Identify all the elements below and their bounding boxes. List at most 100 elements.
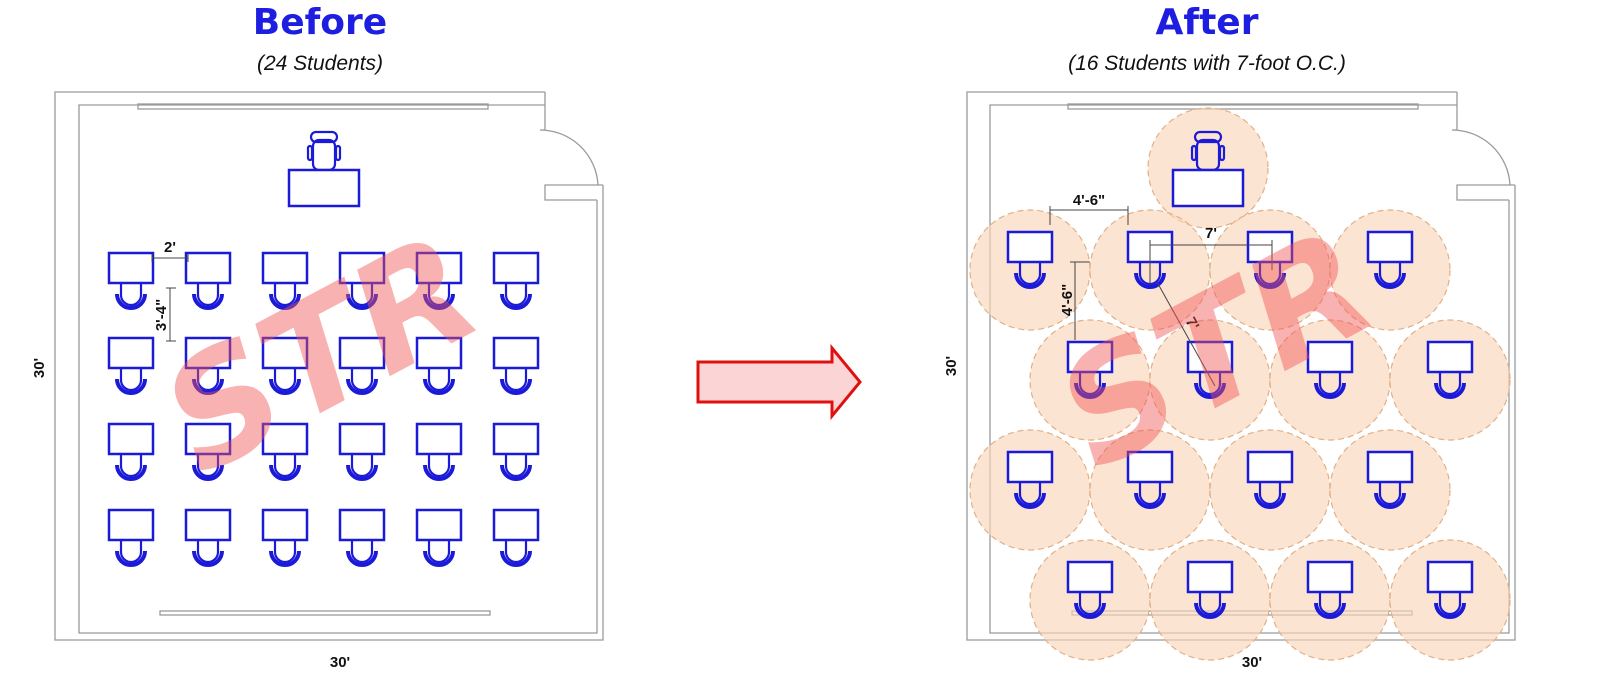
whiteboard: [1067, 103, 1419, 110]
desk-surface: [184, 336, 232, 370]
chair-back: [500, 293, 532, 310]
chair-icon: [350, 369, 374, 392]
student-desk: [261, 422, 309, 481]
desk-surface: [107, 508, 155, 542]
distancing-zone: [969, 429, 1091, 551]
chair-icon: [1258, 263, 1282, 286]
student-desk: [415, 251, 463, 310]
desk-surface: [1306, 560, 1354, 594]
student-desk: [1186, 340, 1234, 399]
student-desk: [1186, 560, 1234, 619]
chair-back: [346, 378, 378, 395]
distancing-zone: [1329, 429, 1451, 551]
chair-back: [500, 378, 532, 395]
chair-icon: [1018, 263, 1042, 286]
chair-icon: [350, 455, 374, 478]
desk-surface: [261, 422, 309, 456]
desk-surface: [107, 336, 155, 370]
after-room-plan: 4'-6" 7' 4'-6" 7' 30' 30': [943, 91, 1516, 671]
chair-back: [1074, 602, 1106, 619]
chair-icon: [119, 369, 143, 392]
chair-icon: [504, 284, 528, 307]
distancing-zone: [1329, 209, 1451, 331]
chair-back: [1014, 272, 1046, 289]
chair-back: [115, 550, 147, 567]
chair-icon: [1438, 593, 1462, 616]
chair-icon: [1078, 593, 1102, 616]
desk-surface: [338, 336, 386, 370]
chair-back: [346, 550, 378, 567]
dim-label-room-depth: 30': [943, 356, 960, 376]
student-desk: [1126, 450, 1174, 509]
distancing-zone: [1389, 539, 1511, 661]
chair-icon: [1138, 483, 1162, 506]
student-desk: [415, 336, 463, 395]
dimension-vertical-offset: 4'-6": [1059, 261, 1090, 340]
chair-icon: [1018, 483, 1042, 506]
student-desk: [184, 336, 232, 395]
chair-armrest: [1218, 144, 1226, 162]
dim-label-horizontal-offset: 4'-6": [1073, 192, 1105, 209]
chair-icon: [273, 284, 297, 307]
desk-surface: [415, 508, 463, 542]
chair-back: [1254, 492, 1286, 509]
dimension-center-spacing: 7': [1149, 225, 1273, 285]
student-desk: [1366, 230, 1414, 289]
student-desk: [184, 508, 232, 567]
desk-surface: [415, 422, 463, 456]
teacher-desk-surface: [287, 168, 361, 208]
desk-surface: [184, 251, 232, 285]
dim-label-center-spacing: 7': [1205, 225, 1217, 242]
desk-surface: [492, 251, 540, 285]
chair-icon: [1198, 373, 1222, 396]
chair-icon: [504, 369, 528, 392]
before-title: Before: [253, 2, 387, 43]
chair-armrest: [306, 144, 314, 162]
chair-icon: [196, 284, 220, 307]
dim-label-row-gap: 3'-4": [153, 299, 170, 331]
desk-surface: [415, 251, 463, 285]
student-desk: [1246, 230, 1294, 289]
chair-icon: [1378, 263, 1402, 286]
student-desk: [338, 422, 386, 481]
chair-icon: [119, 455, 143, 478]
distancing-zone: [1209, 429, 1331, 551]
dim-label-desk-gap: 2': [164, 239, 176, 256]
before-subtitle: (24 Students): [257, 52, 383, 75]
chair-back: [1134, 492, 1166, 509]
chair-icon: [427, 284, 451, 307]
student-desks: [107, 251, 540, 567]
chair-back: [115, 378, 147, 395]
student-desk: [107, 336, 155, 395]
before-room-plan: 2' 3'-4" 30' 30': [31, 91, 604, 671]
chair-back: [423, 293, 455, 310]
dim-label-room-width: 30': [330, 654, 350, 671]
desk-surface: [1426, 340, 1474, 374]
chair-icon: [427, 541, 451, 564]
distancing-zone: [1149, 539, 1271, 661]
student-desk: [338, 508, 386, 567]
whiteboard-rear: [159, 610, 491, 616]
chair-back: [423, 550, 455, 567]
teacher-desk: [287, 130, 361, 208]
dim-label-room-depth: 30': [31, 358, 48, 378]
dim-label-vertical-offset: 4'-6": [1059, 284, 1076, 316]
student-desk: [1366, 450, 1414, 509]
teacher-desk: [1171, 130, 1245, 208]
student-desk: [338, 336, 386, 395]
chair-icon: [196, 455, 220, 478]
chair-icon: [1378, 483, 1402, 506]
chair-icon: [1198, 593, 1222, 616]
student-desk: [261, 336, 309, 395]
teacher-desk-surface: [1171, 168, 1245, 208]
chair-back: [1374, 272, 1406, 289]
chair-armrest: [1190, 144, 1198, 162]
teacher-distancing-zone: [1147, 107, 1269, 229]
right-arrow-icon: [696, 343, 862, 421]
chair-back: [1314, 382, 1346, 399]
desk-surface: [261, 336, 309, 370]
student-desk: [107, 422, 155, 481]
chair-icon: [1078, 373, 1102, 396]
desk-surface: [261, 251, 309, 285]
student-desk: [1066, 560, 1114, 619]
